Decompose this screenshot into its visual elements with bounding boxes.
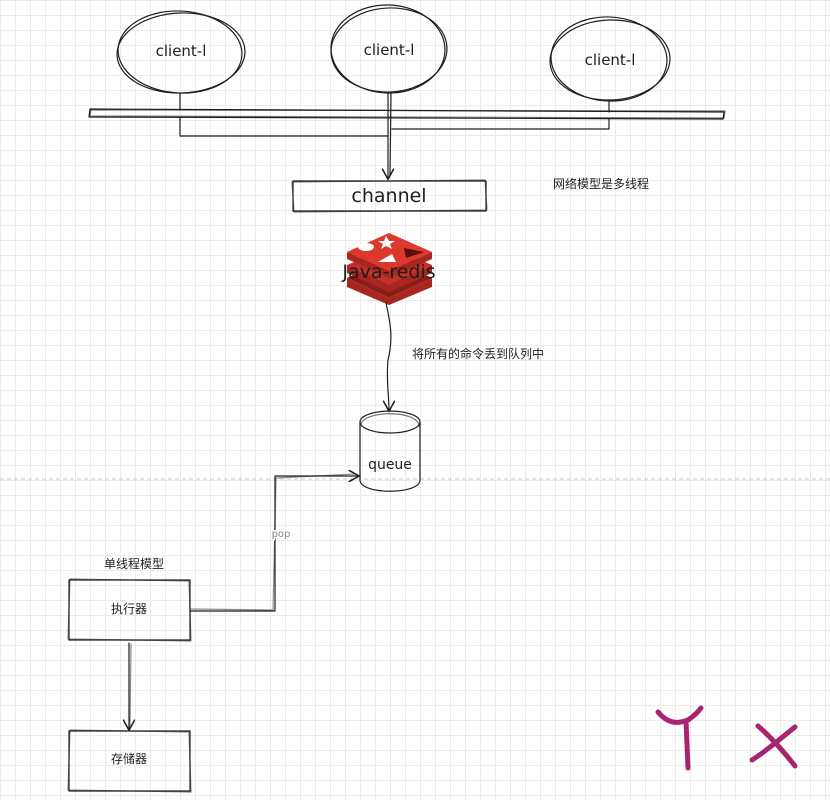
queue-label: queue (368, 457, 412, 473)
executor-label: 执行器 (111, 602, 147, 616)
client-node-3[interactable]: client-l (549, 14, 672, 104)
client-label: client-l (364, 41, 415, 59)
client-node-1[interactable]: client-l (116, 8, 247, 96)
signature-mark (655, 705, 798, 771)
arrow-to-channel-sketch (389, 92, 392, 177)
client-label: client-l (585, 51, 636, 69)
route-line-right (391, 118, 610, 130)
network-model-note: 网络模型是多线程 (553, 176, 649, 191)
channel-label: channel (351, 185, 426, 207)
network-bus (88, 108, 726, 120)
server-label: Java-redis (341, 261, 435, 283)
queue-cylinder[interactable]: queue (359, 410, 421, 492)
storage-box[interactable]: 存储器 (67, 729, 192, 793)
route-line-left (179, 116, 389, 137)
storage-label: 存储器 (111, 751, 147, 766)
pop-connector-sketch (190, 473, 356, 611)
channel-box[interactable]: channel (291, 179, 488, 213)
pop-label: pop (272, 529, 291, 540)
redis-logo-icon (347, 233, 432, 305)
executor-box[interactable]: 执行器 (67, 578, 192, 642)
enqueue-note: 将所有的命令丢到队列中 (412, 346, 544, 361)
single-thread-note: 单线程模型 (104, 556, 164, 571)
client-node-2[interactable]: client-l (329, 3, 449, 95)
client-label: client-l (156, 42, 207, 60)
arrow-to-storage-sketch (129, 643, 132, 728)
arrow-to-queue (386, 302, 391, 410)
